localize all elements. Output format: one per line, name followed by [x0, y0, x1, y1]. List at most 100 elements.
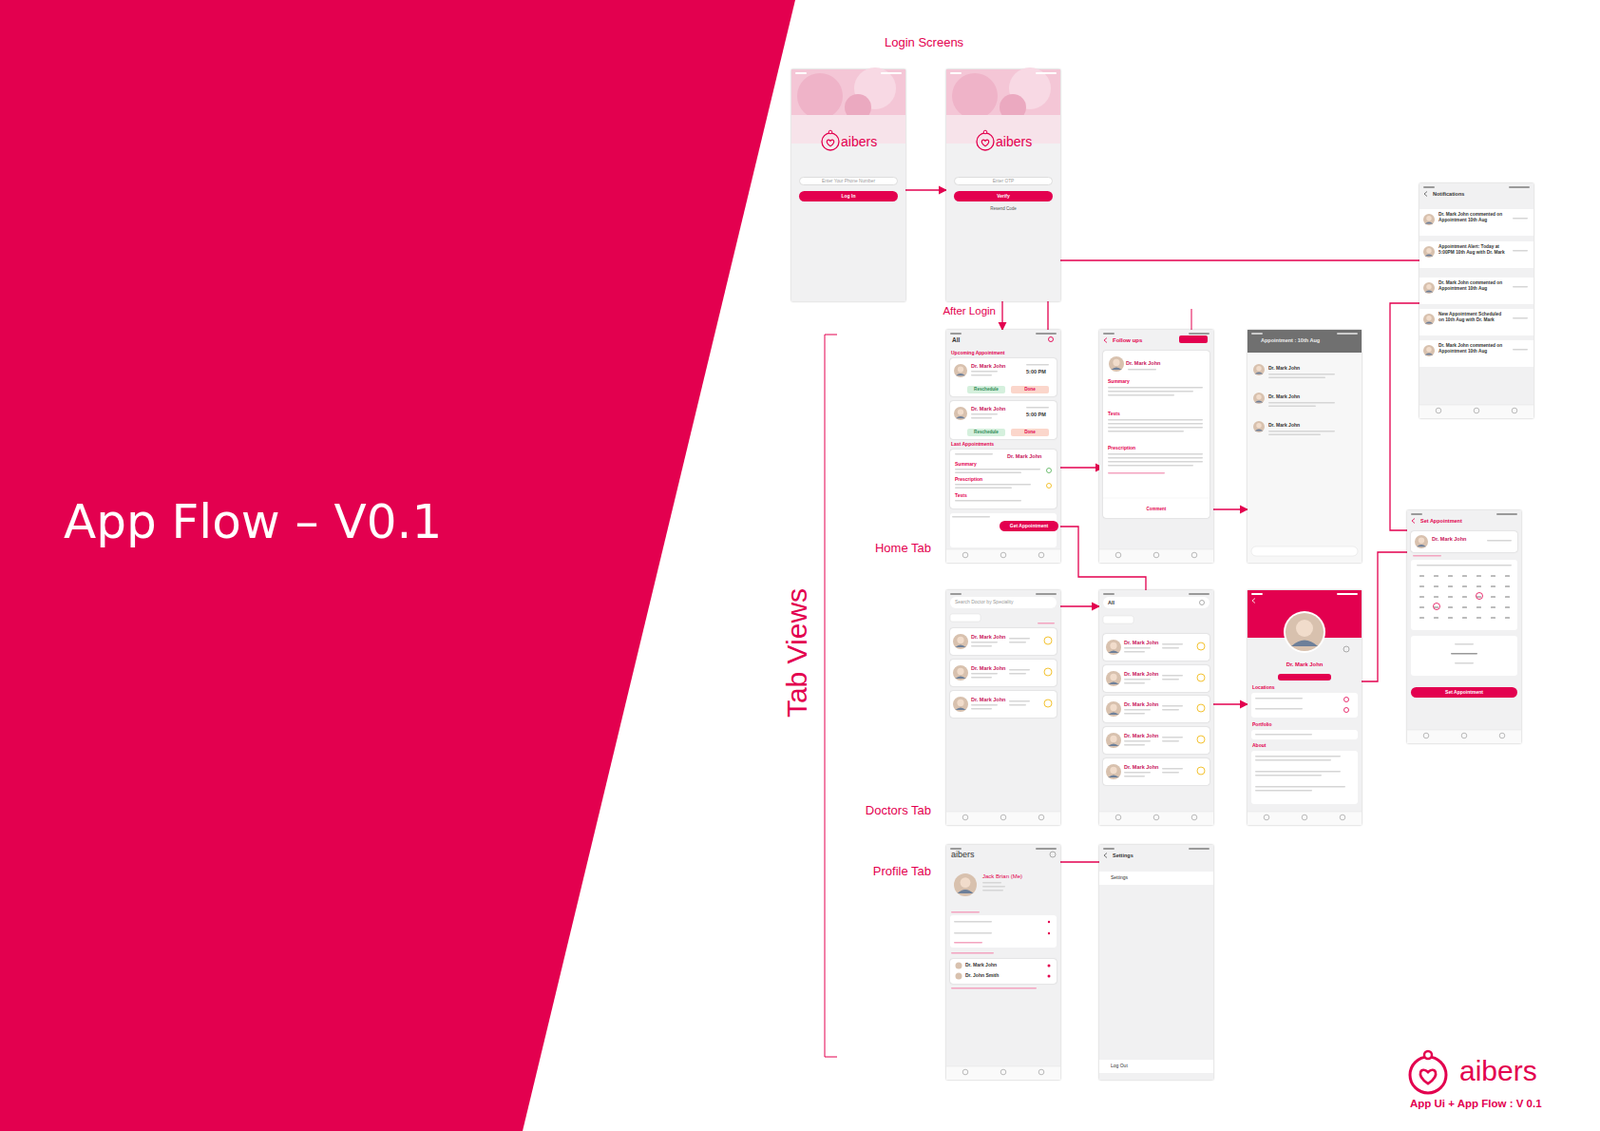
screen-graphic — [1419, 277, 1534, 305]
screen-graphics — [1103, 633, 1210, 661]
screen-graphic — [1123, 775, 1145, 778]
screen-graphic — [1107, 649, 1119, 653]
app-screen: Appointment : 10th AugDr. Mark JohnDr. M… — [1247, 329, 1362, 563]
screen-graphic — [1419, 404, 1534, 419]
screen-graphic — [1103, 332, 1115, 335]
screen-graphic — [1425, 353, 1433, 356]
screen-graphic — [1044, 699, 1052, 707]
screen-graphic — [1123, 650, 1145, 653]
screen-graphic — [1426, 247, 1431, 253]
screen-graphic — [952, 665, 969, 681]
screen-graphic — [1426, 284, 1431, 289]
flow-connector — [1209, 703, 1248, 705]
screen-graphic — [953, 406, 968, 420]
screen-graphic — [1123, 678, 1151, 681]
node-text: Follow ups — [1112, 337, 1143, 344]
screen-graphic — [1504, 606, 1510, 609]
screen-graphic — [1105, 639, 1122, 655]
node-text: Enter Your Phone Number — [821, 178, 876, 185]
screen-graphic — [1454, 643, 1474, 646]
screen-graphic — [1476, 616, 1482, 619]
card: Dr. Mark John — [1103, 758, 1210, 785]
screen-graphic — [1423, 213, 1435, 226]
screen-graphic — [946, 811, 1061, 813]
card: Dr. Mark John — [1103, 695, 1210, 723]
card: Dr. Mark JohnDr. John Smith — [950, 958, 1057, 984]
screen-graphic — [1009, 637, 1030, 640]
screen-graphic — [954, 706, 966, 710]
screen-graphic — [1107, 472, 1165, 475]
screen-graphic — [1123, 771, 1151, 774]
app-screen: aibersResend CodeEnter OTPVerify — [946, 69, 1061, 302]
node-text: Done — [1024, 429, 1035, 435]
screen-graphic — [952, 515, 991, 518]
node-text: All — [1107, 599, 1115, 606]
logo-ring — [1409, 1056, 1447, 1093]
node-text: aibers — [951, 849, 975, 859]
screen-graphic — [1256, 394, 1261, 400]
button: Verify — [953, 190, 1053, 202]
button: Reschedule — [967, 385, 1006, 394]
screen-graphic — [1037, 622, 1055, 625]
flow-connector — [1209, 508, 1248, 510]
screen-graphic — [952, 73, 998, 119]
node-text: Dr. Mark John — [1123, 701, 1159, 707]
screen-graphic — [1009, 672, 1027, 675]
screen-graphic — [1000, 1068, 1007, 1075]
node-text: Appointment Alert: Today at 5:00PM 10th … — [1438, 244, 1507, 255]
screen-graphic — [1179, 335, 1208, 343]
screen-graphic — [1247, 811, 1362, 813]
screen-graphic — [1450, 652, 1478, 655]
app-screen: NotificationsDr. Mark John commented on … — [1419, 183, 1534, 419]
node-text: About — [1252, 742, 1266, 749]
screen-graphic — [1512, 348, 1528, 351]
screen-graphic — [971, 672, 998, 675]
screen-graphic — [962, 552, 969, 558]
card: Dr. Mark John — [1103, 665, 1210, 692]
screen-graphic — [1285, 612, 1324, 651]
screen-graphics — [1247, 590, 1362, 825]
screen-graphic — [1496, 513, 1518, 515]
screen-graphic — [1197, 704, 1205, 712]
node-text: Set Appointment — [1420, 517, 1463, 524]
screen-graphic — [1433, 603, 1441, 610]
screen-graphics — [946, 69, 1061, 302]
screen-graphic — [1407, 729, 1522, 731]
screen-graphic — [971, 370, 998, 373]
screen-graphic — [1000, 552, 1007, 558]
node-text: Portfolio — [1252, 722, 1273, 728]
screen-graphic — [1461, 732, 1467, 739]
screen-graphic — [1263, 814, 1270, 820]
screen-graphic — [971, 645, 992, 648]
node-text: Dr. Mark John — [1268, 394, 1300, 400]
button: Get Appointment — [999, 520, 1059, 532]
screen-graphic — [828, 130, 833, 134]
screen-graphic — [1107, 453, 1203, 456]
screen-graphic — [983, 130, 988, 134]
screen-graphic — [1512, 249, 1528, 252]
screen-graphic — [1009, 668, 1030, 671]
screen-graphic — [795, 72, 807, 75]
screen-graphic — [1512, 285, 1528, 288]
screen-graphic — [1105, 732, 1122, 748]
screen-graphic — [1153, 814, 1160, 820]
node-text: Summary — [954, 461, 977, 468]
screen-graphic — [1161, 771, 1180, 774]
screen-graphic — [1191, 552, 1198, 558]
screen-graphic — [1255, 774, 1322, 777]
screen-graphic — [1161, 678, 1180, 681]
screen-graphic — [1268, 430, 1335, 433]
screen-graphic — [955, 972, 963, 980]
screen-graphic — [1255, 707, 1303, 710]
screen-graphic — [1044, 667, 1052, 676]
screen-graphic — [1301, 814, 1308, 820]
screen-graphic — [1251, 692, 1358, 718]
screen-graphic — [1188, 847, 1210, 850]
screen-graphic — [954, 675, 966, 679]
logo-text: aibers — [1459, 1054, 1538, 1086]
screen-graphic — [1447, 595, 1453, 598]
screen-graphic — [1109, 766, 1117, 774]
node-text: Last Appointments — [951, 441, 994, 448]
screen-graphic — [1419, 606, 1425, 609]
